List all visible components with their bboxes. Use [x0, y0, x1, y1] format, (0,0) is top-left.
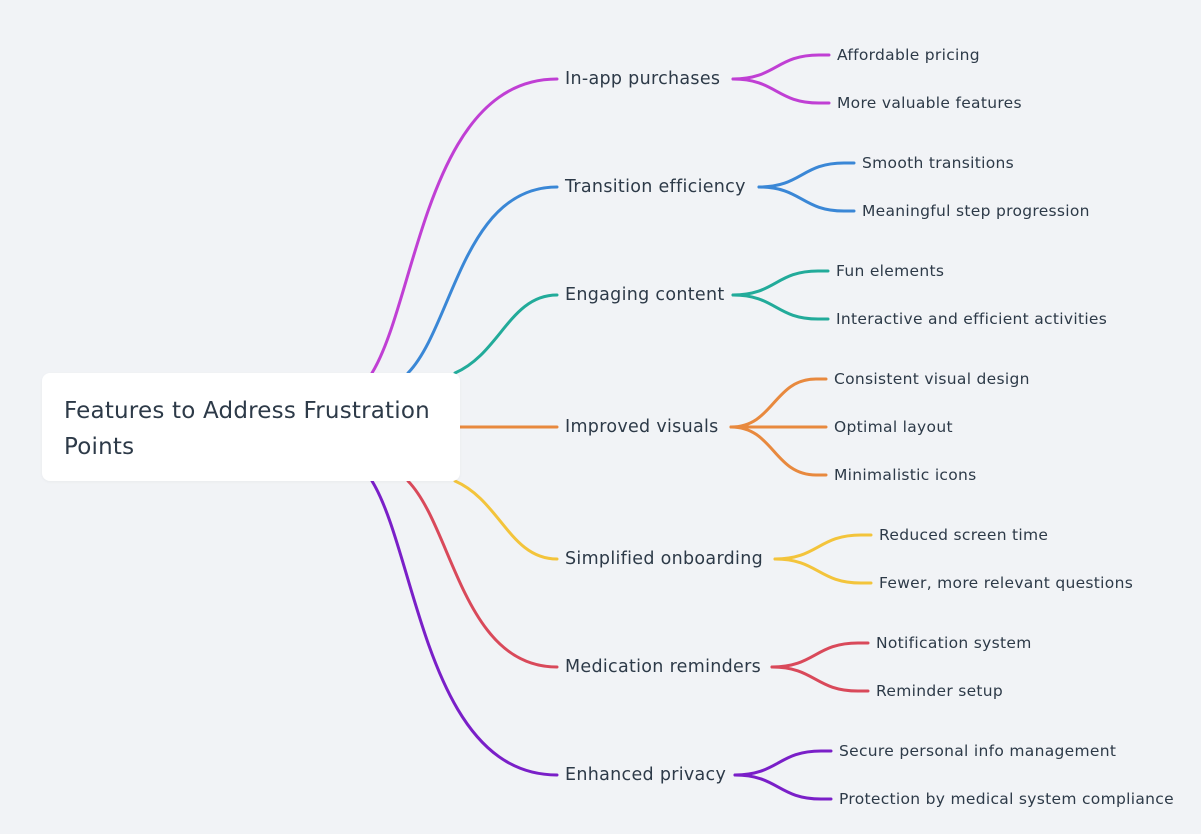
leaf-connector-2-1: [757, 161, 856, 189]
branch-connector-2: [406, 185, 559, 375]
leaf-connector-6-2: [770, 665, 870, 693]
leaf-connector-7-1: [733, 749, 833, 777]
leaf-node-label[interactable]: Protection by medical system compliance: [839, 790, 1174, 808]
leaf-connector-4-1: [729, 377, 828, 429]
leaf-connector-2-2: [757, 185, 856, 213]
leaf-connector-1-2: [731, 77, 831, 105]
branch-node-label[interactable]: In-app purchases: [565, 69, 721, 89]
leaf-connector-7-2: [733, 773, 833, 801]
leaf-node-label[interactable]: Consistent visual design: [834, 370, 1030, 388]
leaf-node-label[interactable]: Notification system: [876, 634, 1032, 652]
leaf-node-label[interactable]: Meaningful step progression: [862, 202, 1090, 220]
branch-connector-7: [370, 479, 559, 777]
leaf-connector-1-1: [731, 53, 831, 81]
leaf-node-label[interactable]: Affordable pricing: [837, 46, 980, 64]
leaf-connector-5-1: [773, 533, 873, 561]
leaf-node-label[interactable]: Optimal layout: [834, 418, 953, 436]
leaf-connector-6-1: [770, 641, 870, 669]
root-node[interactable]: Features to Address Frustration Points: [42, 373, 460, 481]
leaf-node-label[interactable]: Reduced screen time: [879, 526, 1049, 544]
branch-connector-6: [406, 479, 559, 669]
leaf-node-label[interactable]: More valuable features: [837, 94, 1022, 112]
branch-node-label[interactable]: Engaging content: [565, 285, 725, 305]
leaf-connector-5-2: [773, 557, 873, 585]
leaf-node-label[interactable]: Reminder setup: [876, 682, 1004, 700]
branch-node-label[interactable]: Improved visuals: [565, 417, 719, 437]
branch-node-label[interactable]: Medication reminders: [565, 657, 762, 677]
leaf-connector-3-2: [731, 293, 830, 321]
leaf-node-label[interactable]: Secure personal info management: [839, 742, 1117, 760]
branch-node-label[interactable]: Transition efficiency: [565, 177, 746, 197]
branch-connector-5: [453, 479, 559, 561]
leaf-node-label[interactable]: Fewer, more relevant questions: [879, 574, 1134, 592]
leaf-node-label[interactable]: Fun elements: [836, 262, 945, 280]
branch-node-label[interactable]: Enhanced privacy: [565, 765, 727, 785]
branch-node-label[interactable]: Simplified onboarding: [565, 549, 764, 569]
branch-connector-3: [453, 293, 559, 375]
branch-connector-1: [370, 77, 559, 375]
leaf-node-label[interactable]: Interactive and efficient activities: [836, 310, 1108, 328]
root-title: Features to Address Frustration Points: [64, 398, 430, 460]
leaf-connector-4-3: [729, 425, 828, 477]
leaf-connector-3-1: [731, 269, 830, 297]
leaf-node-label[interactable]: Smooth transitions: [862, 154, 1015, 172]
leaf-node-label[interactable]: Minimalistic icons: [834, 466, 977, 484]
